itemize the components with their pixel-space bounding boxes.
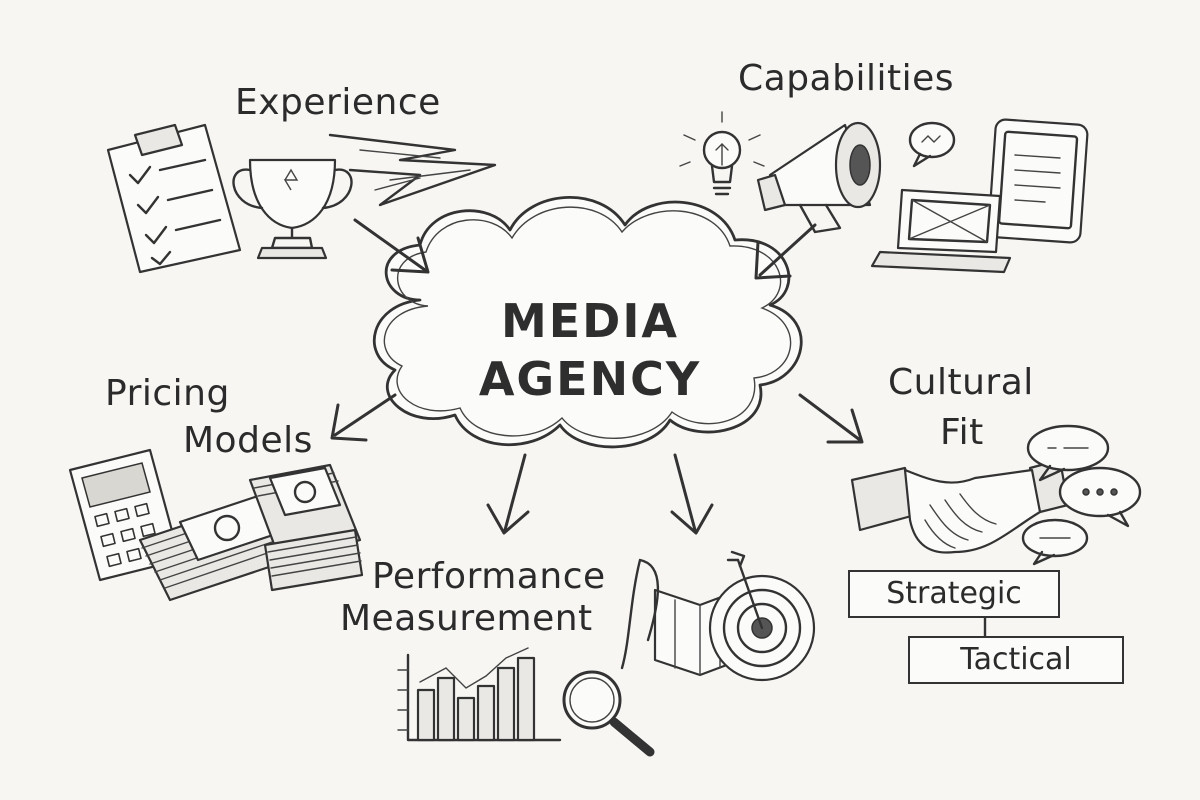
cash-stack-icon xyxy=(140,465,362,600)
chat-bubble-icon xyxy=(910,123,954,166)
megaphone-icon xyxy=(758,123,880,232)
center-title-line-1: MEDIA xyxy=(420,292,760,350)
strategic-box: Strategic xyxy=(848,570,1060,618)
arrow-performance-left xyxy=(488,455,528,533)
laptop-icon xyxy=(872,190,1010,272)
label-pricing-line-2: Models xyxy=(183,420,313,461)
clipboard-checklist-icon xyxy=(108,125,240,272)
tablet-icon xyxy=(988,119,1088,243)
magnifying-glass-icon xyxy=(564,672,650,752)
target-icon xyxy=(622,552,814,680)
arrow-performance-right xyxy=(672,455,712,533)
label-cultural-line-2: Fit xyxy=(940,412,984,453)
trophy-icon xyxy=(234,160,352,258)
label-experience: Experience xyxy=(235,82,441,123)
label-pricing-line-1: Pricing xyxy=(105,373,230,414)
lightbulb-icon xyxy=(680,112,764,194)
label-capabilities: Capabilities xyxy=(738,58,954,99)
tactical-box: Tactical xyxy=(908,636,1124,684)
arrow-cultural xyxy=(800,395,862,442)
center-title-line-2: AGENCY xyxy=(420,350,760,408)
bar-chart-icon xyxy=(398,648,560,740)
label-cultural-line-1: Cultural xyxy=(888,362,1034,403)
label-performance-line-2: Measurement xyxy=(340,598,593,639)
lightning-swoosh xyxy=(330,135,495,205)
center-title: MEDIA AGENCY xyxy=(420,292,760,408)
label-performance-line-1: Performance xyxy=(372,556,606,597)
arrow-pricing xyxy=(332,395,395,440)
